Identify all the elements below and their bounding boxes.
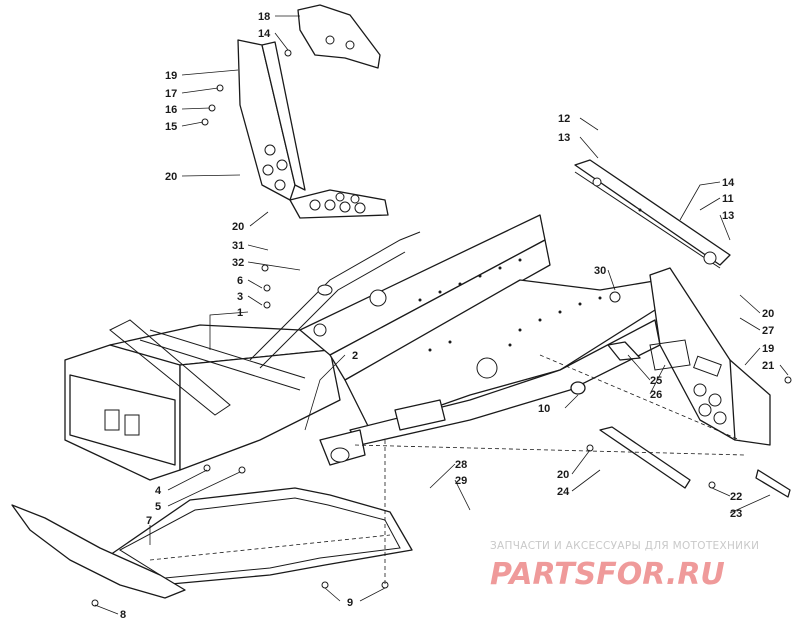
- callout-14: 14: [722, 177, 735, 189]
- bracket-25: [607, 341, 641, 361]
- callout-14: 14: [258, 28, 271, 40]
- callout-27: 27: [762, 325, 774, 337]
- skid-24: [599, 426, 691, 489]
- callout-31: 31: [232, 240, 244, 252]
- bracket-18: [297, 4, 381, 69]
- chassis-frame: [64, 214, 661, 481]
- callout-7: 7: [146, 515, 152, 527]
- callout-29: 29: [455, 475, 467, 487]
- callout-1: 1: [237, 307, 243, 319]
- callout-13: 13: [722, 210, 734, 222]
- callout-3: 3: [237, 291, 243, 303]
- front-nose-piece: [11, 504, 186, 599]
- callout-18: 18: [258, 11, 270, 23]
- callout-20: 20: [762, 308, 774, 320]
- callout-20: 20: [557, 469, 569, 481]
- callout-19: 19: [165, 70, 177, 82]
- callout-2: 2: [352, 350, 358, 362]
- watermark-logo: PARTSFOR.RU: [490, 557, 725, 592]
- callout-17: 17: [165, 88, 177, 100]
- callout-22: 22: [730, 491, 742, 503]
- callout-25: 25: [650, 375, 662, 387]
- callout-9: 9: [347, 597, 353, 609]
- callout-10: 10: [538, 403, 550, 415]
- bar-23: [755, 469, 791, 498]
- callout-6: 6: [237, 275, 243, 287]
- callout-4: 4: [155, 485, 162, 497]
- callout-15: 15: [165, 121, 177, 133]
- callout-5: 5: [155, 501, 161, 513]
- callout-30: 30: [594, 265, 606, 277]
- watermark: ЗАПЧАСТИ И АКСЕССУАРЫ ДЛЯ МОТОТЕХНИКИ PA…: [490, 540, 759, 592]
- callout-26: 26: [650, 389, 662, 401]
- callout-32: 32: [232, 257, 244, 269]
- callouts: 18 14 19 17 16 15 20 20 31 32 6 3 1 2 4 …: [120, 11, 774, 621]
- callout-11: 11: [722, 193, 734, 205]
- callout-13: 13: [558, 132, 570, 144]
- callout-24: 24: [557, 486, 570, 498]
- callout-8: 8: [120, 609, 126, 621]
- watermark-tagline: ЗАПЧАСТИ И АКСЕССУАРЫ ДЛЯ МОТОТЕХНИКИ: [490, 540, 759, 552]
- callout-21: 21: [762, 360, 774, 372]
- belly-pan: [109, 487, 413, 586]
- callout-23: 23: [730, 508, 742, 520]
- leader-lines: [94, 15, 789, 615]
- running-board-upper: [237, 39, 389, 219]
- rear-arm-assembly: [574, 159, 731, 269]
- running-board-right: [649, 267, 771, 446]
- callout-12: 12: [558, 113, 570, 125]
- callout-20: 20: [232, 221, 244, 233]
- callout-16: 16: [165, 104, 177, 116]
- fasteners: [91, 49, 792, 607]
- callout-19: 19: [762, 343, 774, 355]
- callout-20: 20: [165, 171, 177, 183]
- callout-28: 28: [455, 459, 467, 471]
